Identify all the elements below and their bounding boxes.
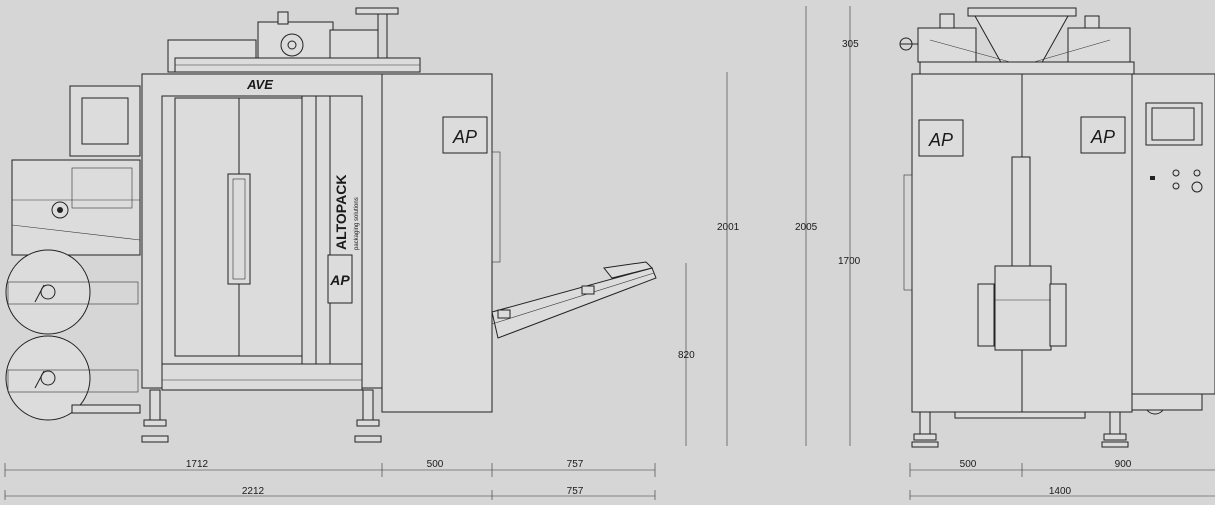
horizontal-dimensions: 1712 500 757 2212 757 500 900 1400	[4, 459, 1215, 500]
side-logo-right: AP	[1090, 127, 1115, 147]
film-reel-lower	[5, 335, 139, 421]
brand-name: ALTOPACK	[333, 175, 349, 250]
brand-logo: AP	[329, 272, 350, 288]
main-frame: AVE AP ALTOPACK packaging solutions	[141, 73, 383, 443]
dim-front-3: 757	[567, 459, 584, 470]
cabinet-logo: AP	[452, 127, 477, 147]
machine-model-label: AVE	[246, 77, 273, 92]
dim-front-2: 500	[427, 459, 444, 470]
dim-chute-height: 820	[678, 350, 695, 361]
dim-front-total: 2212	[242, 486, 265, 497]
side-view: AP AP	[899, 7, 1215, 448]
dim-side-total: 1400	[1049, 486, 1072, 497]
side-cabinet: AP AP	[903, 73, 1215, 419]
top-mechanism	[167, 7, 421, 73]
front-legs	[141, 389, 382, 443]
dim-cabinet-height: 2001	[717, 222, 740, 233]
forming-tube	[977, 156, 1067, 351]
front-view: AVE AP ALTOPACK packaging solutions	[5, 7, 657, 443]
dim-front-total-right: 757	[567, 486, 584, 497]
film-unit	[5, 85, 141, 421]
dim-front-1: 1712	[186, 459, 209, 470]
discharge-conveyor	[491, 261, 657, 339]
top-weigher	[899, 7, 1135, 75]
operator-panel	[1145, 102, 1203, 193]
dim-top-height: 305	[842, 39, 859, 50]
brand-tagline: packaging solutions	[354, 197, 360, 250]
dim-side-height: 1700	[838, 256, 861, 267]
film-reel-upper	[5, 249, 139, 335]
dim-side-1: 500	[960, 459, 977, 470]
brand-panel: AP ALTOPACK packaging solutions	[327, 175, 360, 304]
front-cabinet: AP	[381, 73, 501, 413]
side-logo-left: AP	[928, 130, 953, 150]
dim-total-height: 2005	[795, 222, 818, 233]
dim-side-2: 900	[1115, 459, 1132, 470]
vertical-dimensions: 820 2001 2005 305 1700	[678, 6, 861, 446]
side-legs	[911, 411, 1129, 448]
